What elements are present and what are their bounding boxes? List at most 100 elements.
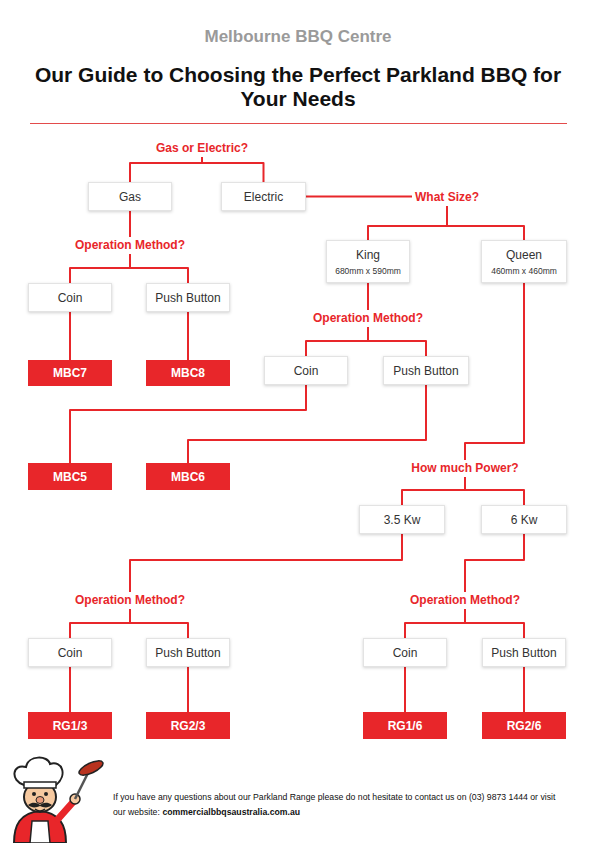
node-text: Push Button: [155, 646, 220, 660]
connector-line: [465, 609, 524, 638]
model-box: RG1/6: [363, 712, 447, 739]
connector-line: [69, 312, 71, 360]
size-text: 680mm x 590mm: [335, 266, 401, 276]
chef-hat: [14, 758, 62, 785]
node-text: King: [356, 248, 380, 262]
chef-eye: [32, 792, 36, 796]
connector-line: [367, 283, 369, 310]
node-text: RG2/6: [507, 719, 542, 733]
node-text: Queen: [506, 248, 542, 262]
question-label: Gas or Electric?: [137, 140, 267, 157]
connector-line: [465, 534, 524, 592]
connector-line: [70, 385, 306, 463]
option-box: Push Button: [146, 283, 230, 312]
chef-eye: [44, 792, 48, 796]
node-text: Coin: [294, 364, 319, 378]
size-text: 460mm x 460mm: [491, 266, 557, 276]
question-label: Operation Method?: [303, 310, 433, 327]
option-box: King 680mm x 590mm: [326, 240, 410, 283]
node-text: Gas or Electric?: [156, 141, 248, 156]
option-box: Coin: [28, 283, 112, 312]
connector-line: [465, 283, 524, 460]
node-text: Operation Method?: [410, 593, 520, 608]
model-box: MBC8: [146, 360, 230, 386]
connector-line: [202, 157, 264, 182]
question-label: Operation Method?: [65, 592, 195, 609]
option-box: Queen 460mm x 460mm: [481, 240, 567, 283]
node-text: Coin: [58, 646, 83, 660]
chef-nose: [36, 797, 44, 804]
node-text: Electric: [244, 190, 283, 204]
node-text: Operation Method?: [75, 238, 185, 253]
model-box: RG1/3: [28, 712, 112, 739]
option-box: Electric: [221, 182, 306, 211]
node-text: How much Power?: [411, 461, 518, 476]
question-label: What Size?: [412, 189, 482, 206]
option-box: Coin: [28, 638, 112, 667]
chef-apron: [30, 821, 50, 843]
footer-website: commercialbbqsaustralia.com.au: [162, 807, 300, 817]
node-text: MBC8: [171, 366, 205, 380]
brand-name: Melbourne BBQ Centre: [0, 27, 596, 47]
node-text: 3.5 Kw: [384, 513, 421, 527]
node-text: RG1/3: [53, 719, 88, 733]
node-text: Push Button: [491, 646, 556, 660]
chef-face: [24, 782, 56, 812]
connector-line: [447, 206, 524, 240]
connector-line: [69, 667, 71, 712]
node-text: Gas: [119, 190, 141, 204]
connector-line: [70, 254, 130, 283]
connector-line: [402, 477, 465, 505]
node-text: Operation Method?: [313, 311, 423, 326]
node-text: RG2/3: [171, 719, 206, 733]
node-text: Push Button: [155, 291, 220, 305]
option-box: Coin: [363, 638, 447, 667]
connector-line: [129, 211, 131, 237]
connector-line: [130, 534, 402, 592]
connector-line: [306, 327, 368, 356]
connector-line: [523, 667, 525, 712]
node-text: Coin: [393, 646, 418, 660]
page-title: Our Guide to Choosing the Perfect Parkla…: [33, 63, 563, 111]
node-text: RG1/6: [388, 719, 423, 733]
connector-line: [306, 196, 412, 198]
connector-line: [187, 667, 189, 712]
connector-line: [130, 254, 188, 283]
connector-line: [368, 206, 447, 240]
option-box: 6 Kw: [481, 505, 567, 534]
model-box: MBC6: [146, 463, 230, 490]
question-label: Operation Method?: [65, 237, 195, 254]
connector-line: [130, 609, 188, 638]
option-box: Push Button: [482, 638, 566, 667]
connector-line: [404, 667, 406, 712]
node-text: Operation Method?: [75, 593, 185, 608]
model-box: RG2/6: [482, 712, 566, 739]
node-text: Push Button: [393, 364, 458, 378]
node-text: What Size?: [415, 190, 479, 205]
option-box: Coin: [264, 356, 348, 385]
option-box: Push Button: [146, 638, 230, 667]
chef-mustache: [28, 803, 52, 808]
node-text: MBC6: [171, 470, 205, 484]
question-label: How much Power?: [400, 460, 530, 477]
connector-line: [130, 157, 202, 182]
model-box: MBC5: [28, 463, 112, 490]
connector-line: [368, 327, 426, 356]
title-rule: [30, 123, 567, 124]
model-box: MBC7: [28, 360, 112, 386]
model-box: RG2/3: [146, 712, 230, 739]
option-box: Gas: [88, 182, 172, 211]
chef-hat-band: [24, 782, 56, 788]
chef-mouth: [35, 809, 45, 811]
sausage: [77, 758, 105, 778]
connector-line: [70, 609, 130, 638]
connector-line: [187, 312, 189, 360]
node-text: MBC7: [53, 366, 87, 380]
chef-arm: [58, 801, 74, 819]
chef-illustration: [0, 755, 110, 843]
fork-handle: [75, 773, 88, 799]
connector-line: [405, 609, 465, 638]
footer-note: If you have any questions about our Park…: [113, 790, 568, 820]
connector-line: [465, 477, 524, 505]
